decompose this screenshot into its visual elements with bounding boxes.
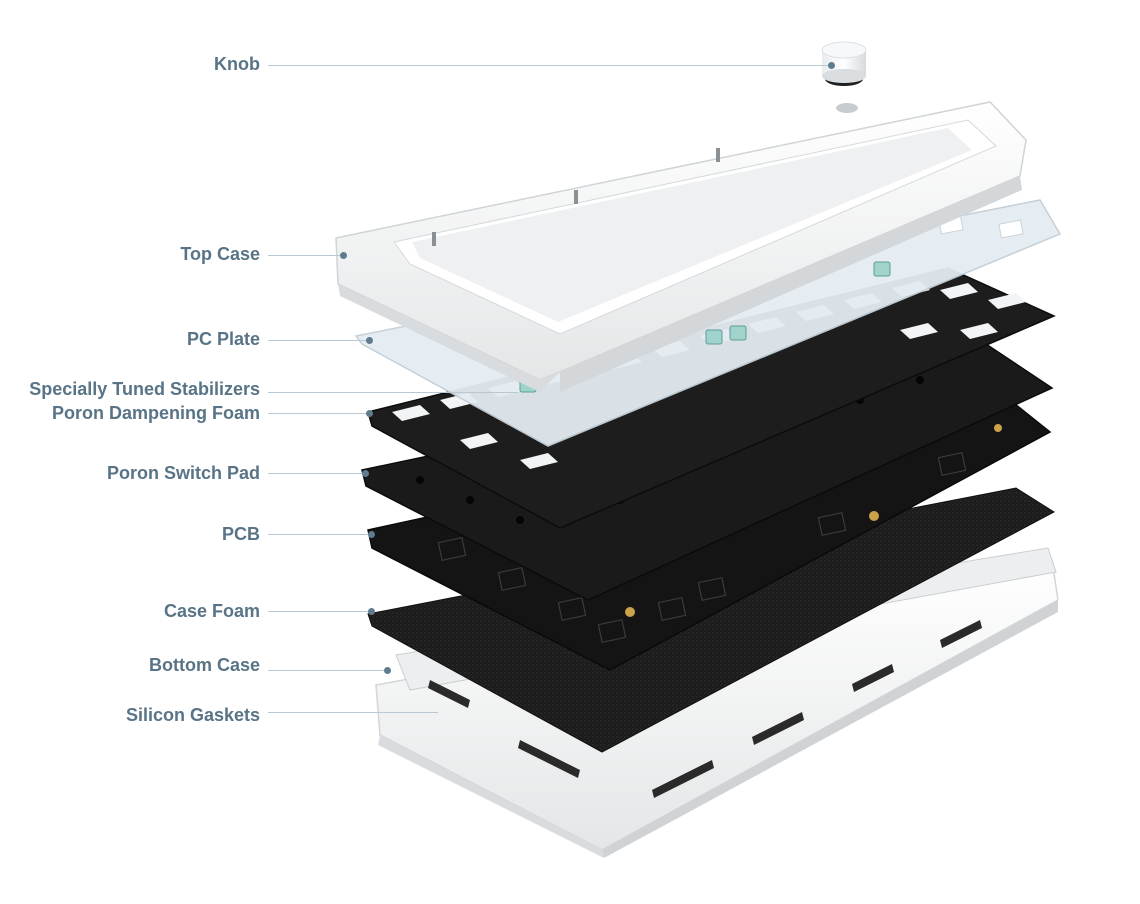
- callout-label-pcb: PCB: [221, 524, 260, 544]
- callout-label-case-foam: Case Foam: [163, 601, 260, 621]
- callout-label-knob: Knob: [214, 54, 260, 74]
- leader-line-stabilizers: [268, 392, 518, 393]
- leader-line-bottom-case: [268, 670, 386, 671]
- callout-label-top-case: Top Case: [180, 244, 260, 264]
- leader-dot-knob: [828, 62, 835, 69]
- leader-line-silicon-gaskets: [268, 712, 438, 713]
- leader-line-top-case: [268, 255, 342, 256]
- leader-line-poron-switch-pad: [268, 473, 364, 474]
- leader-line-pcb: [268, 534, 370, 535]
- callout-label-silicon-gaskets: Silicon Gaskets: [125, 705, 260, 725]
- leader-dot-pcb: [368, 531, 375, 538]
- leader-line-poron-dampening-foam: [268, 413, 368, 414]
- knob-part: [821, 41, 867, 86]
- top-case-part: [335, 101, 1027, 392]
- leader-dot-poron-dampening-foam: [366, 410, 373, 417]
- leader-line-case-foam: [268, 611, 370, 612]
- leader-dot-pc-plate: [366, 337, 373, 344]
- leader-line-knob: [268, 65, 830, 66]
- callout-label-stabilizers: Specially Tuned Stabilizers: [29, 379, 260, 399]
- leader-dot-bottom-case: [384, 667, 391, 674]
- leader-dot-top-case: [340, 252, 347, 259]
- callout-label-poron-dampening-foam: Poron Dampening Foam: [51, 403, 260, 423]
- callout-label-pc-plate: PC Plate: [186, 329, 260, 349]
- leader-line-pc-plate: [268, 340, 368, 341]
- callout-label-poron-switch-pad: Poron Switch Pad: [106, 463, 260, 483]
- leader-dot-case-foam: [368, 608, 375, 615]
- leader-dot-poron-switch-pad: [362, 470, 369, 477]
- callout-label-bottom-case: Bottom Case: [148, 655, 260, 675]
